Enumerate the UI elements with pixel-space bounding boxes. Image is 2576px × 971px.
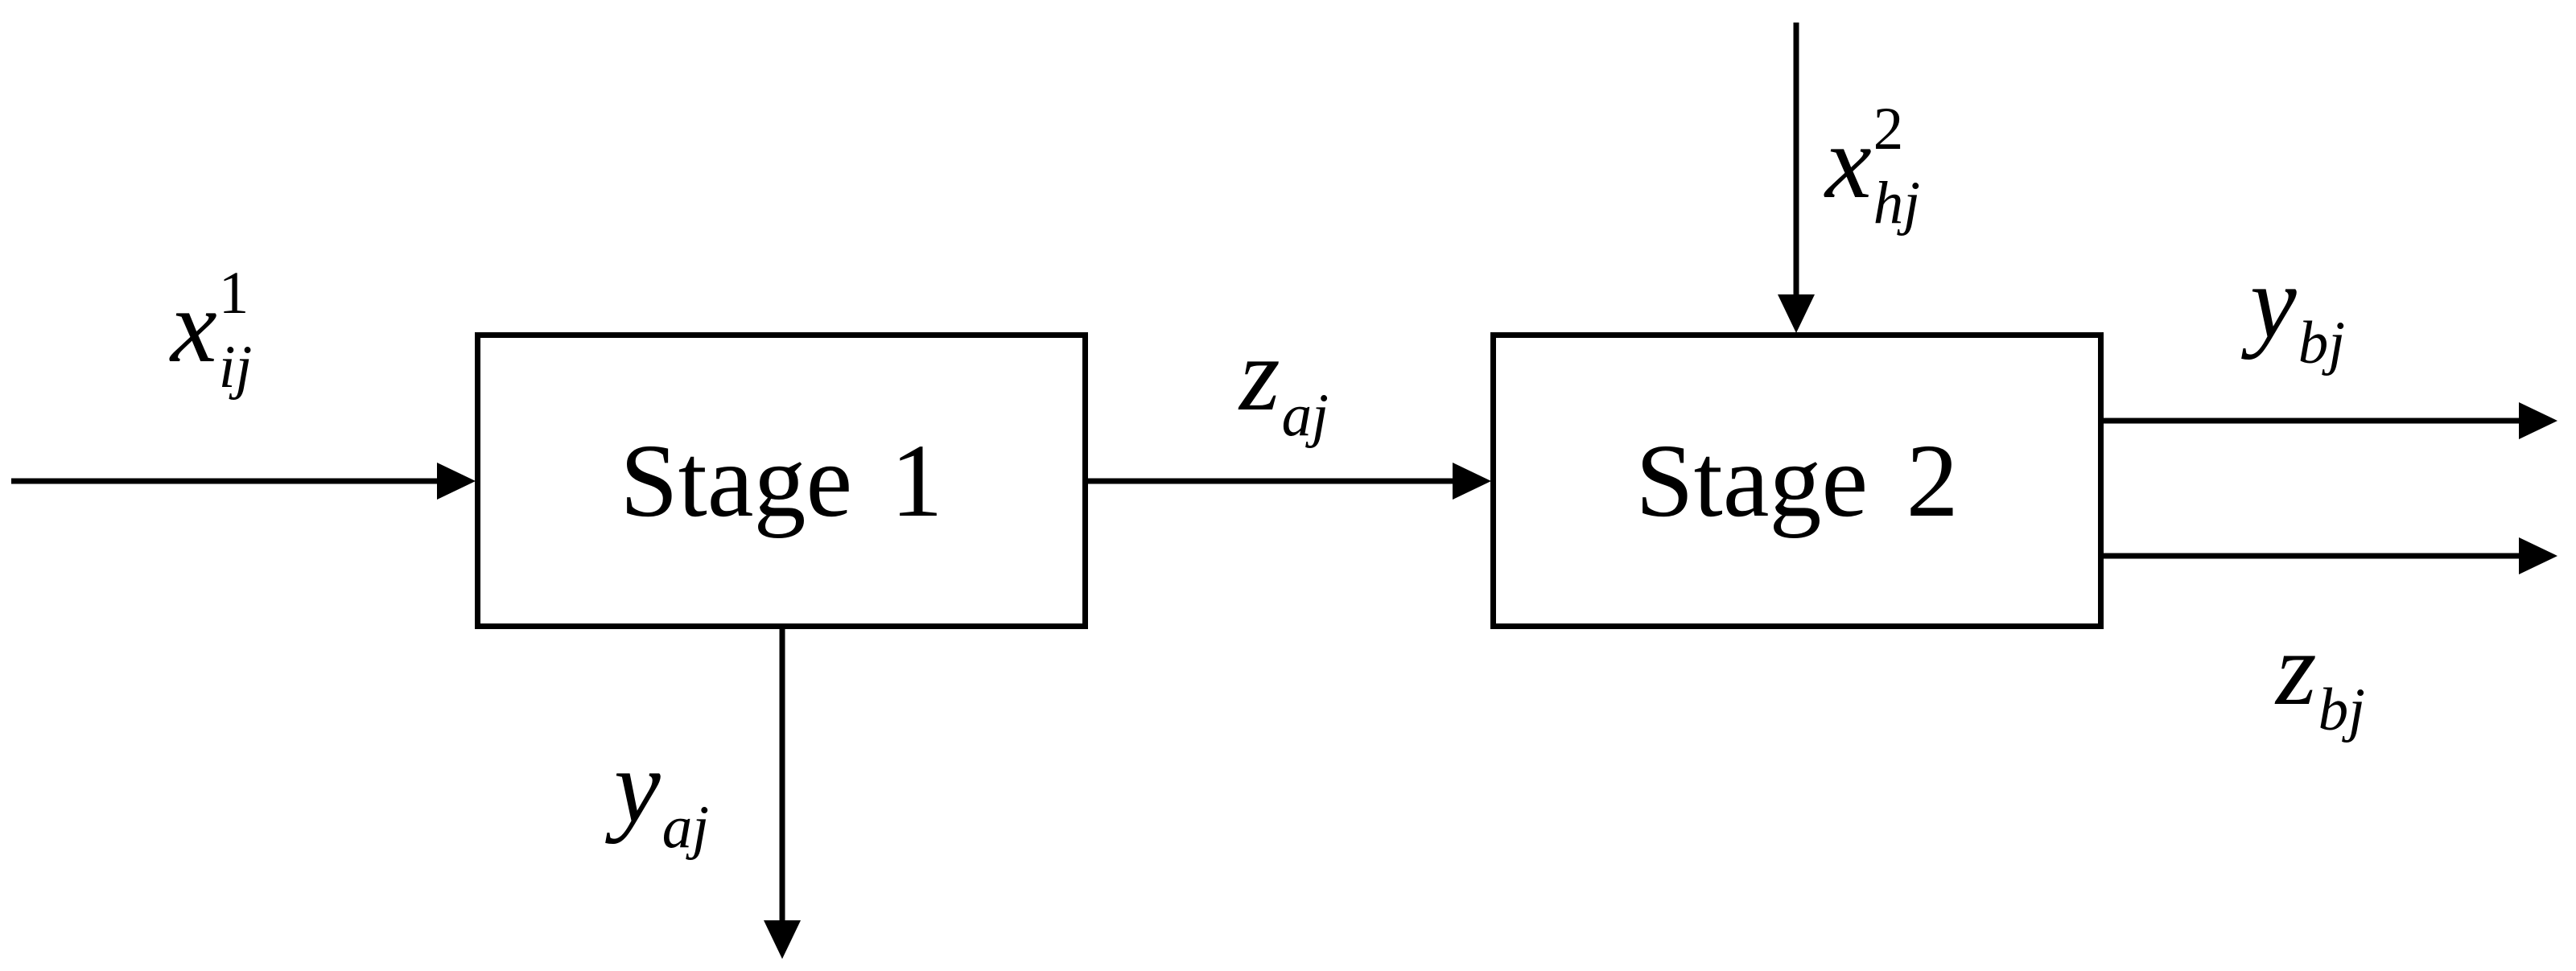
label-output-top: ybj: [2250, 250, 2345, 373]
math-subscript: hj: [1873, 170, 1921, 237]
math-subscript: aj: [1281, 382, 1329, 449]
math-base: z: [1239, 317, 1280, 433]
label-intermediate: zaj: [1239, 323, 1329, 446]
math-scripts: 2 hj: [1873, 93, 1920, 241]
math-base: z: [2276, 611, 2317, 727]
math-base: x: [1825, 105, 1872, 220]
stage1-box: Stage 1: [475, 332, 1088, 629]
label-stage1-side-output: yaj: [614, 734, 709, 858]
math-subscript: ij: [218, 334, 253, 401]
stage1-bottom-output-arrow: [764, 629, 801, 959]
input-arrow-head: [437, 463, 476, 500]
math-subscript: bj: [2318, 677, 2365, 743]
math-subscript: bj: [2298, 310, 2346, 376]
math-base: x: [171, 269, 217, 385]
stage2-top-input-arrow-head: [1778, 294, 1815, 333]
math-superscript: 1: [218, 260, 249, 327]
intermediate-arrow-head: [1453, 463, 1491, 500]
input-arrow: [11, 463, 476, 500]
label-output-bottom: zbj: [2276, 617, 2365, 740]
output-top-arrow: [2104, 402, 2557, 439]
stage2-top-input-arrow: [1778, 23, 1815, 333]
stage2-label: Stage 2: [1635, 422, 1959, 539]
output-bottom-arrow-head: [2519, 537, 2557, 574]
intermediate-arrow: [1088, 463, 1491, 500]
stage2-box: Stage 2: [1490, 332, 2104, 629]
math-base: y: [2250, 245, 2297, 360]
stage1-label: Stage 1: [620, 422, 943, 539]
output-top-arrow-head: [2519, 402, 2557, 439]
math-scripts: 1 ij: [219, 257, 253, 405]
stage1-bottom-output-arrow-head: [764, 920, 801, 959]
math-base: y: [614, 729, 661, 845]
output-bottom-arrow: [2104, 537, 2557, 574]
math-subscript: aj: [662, 794, 710, 861]
math-superscript: 2: [1873, 96, 1904, 163]
